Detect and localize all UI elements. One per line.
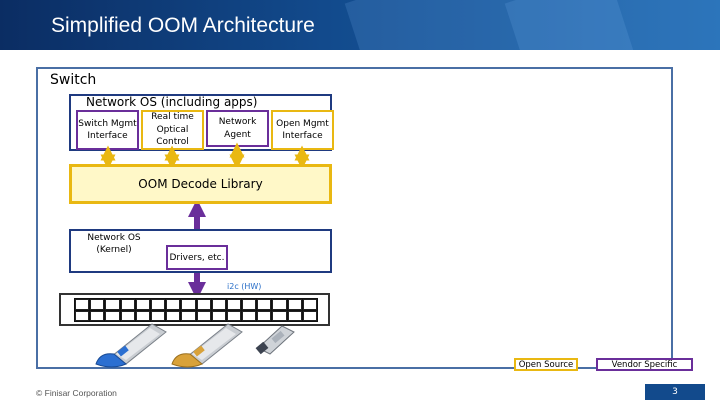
page-number-badge: 3 bbox=[645, 384, 705, 400]
switch-port bbox=[105, 299, 120, 310]
switch-port bbox=[166, 310, 181, 321]
oom-decode-library-label: OOM Decode Library bbox=[138, 177, 263, 191]
switch-port bbox=[196, 310, 211, 321]
switch-port bbox=[120, 299, 135, 310]
switch-port bbox=[105, 310, 120, 321]
switch-port bbox=[272, 310, 287, 321]
legend-vendor-specific: Vendor Specific bbox=[596, 358, 693, 371]
switch-port bbox=[166, 299, 181, 310]
network-agent-label: Network Agent bbox=[218, 117, 257, 140]
realtime-optical-control-box: Real time Optical Control bbox=[141, 110, 204, 150]
drivers-label: Drivers, etc. bbox=[169, 252, 225, 263]
slide-title: Simplified OOM Architecture bbox=[51, 14, 315, 37]
switch-port bbox=[90, 310, 105, 321]
legend-vendor-specific-label: Vendor Specific bbox=[611, 359, 678, 370]
open-mgmt-interface-box: Open Mgmt Interface bbox=[271, 110, 334, 150]
switch-port bbox=[226, 299, 242, 310]
switch-port bbox=[181, 299, 196, 310]
switch-port bbox=[211, 310, 226, 321]
switch-port bbox=[302, 310, 317, 321]
switch-port bbox=[302, 299, 317, 310]
switch-port bbox=[242, 299, 257, 310]
switch-port bbox=[272, 299, 287, 310]
drivers-box: Drivers, etc. bbox=[166, 245, 228, 270]
sfp-module-image bbox=[255, 325, 295, 355]
switch-port bbox=[287, 310, 302, 321]
network-os-label: Network OS (including apps) bbox=[86, 95, 258, 109]
open-mgmt-interface-label: Open Mgmt Interface bbox=[276, 118, 329, 142]
switch-port bbox=[257, 310, 272, 321]
footer-copyright: © Finisar Corporation bbox=[36, 388, 117, 398]
switch-port bbox=[135, 299, 150, 310]
switch-port bbox=[75, 299, 90, 310]
legend-open-source: Open Source bbox=[514, 358, 578, 371]
qsfp-module-gold-image bbox=[171, 323, 243, 368]
switch-port-grid bbox=[74, 298, 318, 322]
switch-port bbox=[75, 310, 90, 321]
switch-mgmt-interface-label: Switch Mgmt Interface bbox=[78, 118, 137, 142]
switch-port bbox=[181, 310, 196, 321]
switch-port bbox=[120, 310, 135, 321]
switch-port bbox=[150, 310, 166, 321]
switch-port bbox=[211, 299, 226, 310]
i2c-label: i2c (HW) bbox=[227, 282, 262, 291]
switch-port bbox=[150, 299, 166, 310]
switch-port bbox=[242, 310, 257, 321]
oom-decode-library-box: OOM Decode Library bbox=[69, 164, 332, 204]
switch-port bbox=[287, 299, 302, 310]
network-os-kernel-label: Network OS (Kernel) bbox=[87, 233, 141, 255]
switch-port bbox=[196, 299, 211, 310]
network-agent-box: Network Agent bbox=[206, 110, 269, 147]
switch-port bbox=[90, 299, 105, 310]
page-number: 3 bbox=[672, 387, 678, 397]
switch-port bbox=[135, 310, 150, 321]
switch-label: Switch bbox=[50, 72, 97, 88]
legend-open-source-label: Open Source bbox=[518, 359, 574, 370]
realtime-optical-control-label: Real time Optical Control bbox=[151, 112, 194, 148]
header-band bbox=[0, 0, 720, 50]
switch-port bbox=[226, 310, 242, 321]
qsfp-module-blue-image bbox=[95, 323, 167, 368]
switch-port bbox=[257, 299, 272, 310]
